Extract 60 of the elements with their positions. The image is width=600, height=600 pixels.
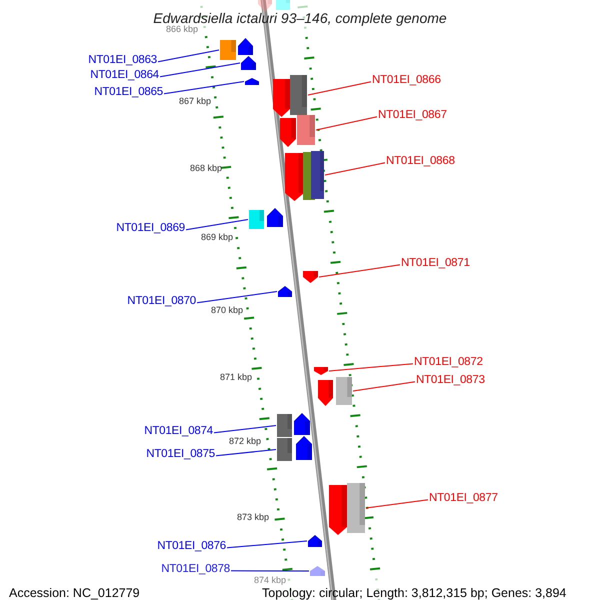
gene-feature bbox=[220, 40, 236, 60]
leader-line bbox=[160, 62, 240, 78]
gene-label: NT01EI_0871 bbox=[401, 258, 470, 270]
gene-feature bbox=[311, 151, 324, 199]
leader-line bbox=[366, 499, 428, 508]
leader-line bbox=[186, 219, 248, 230]
gene-label: NT01EI_0875 bbox=[146, 449, 215, 460]
gene-feature bbox=[297, 115, 315, 145]
gene-label: NT01EI_0863 bbox=[88, 55, 157, 66]
scale-label: 870 kbp bbox=[210, 306, 243, 315]
gene-label: NT01EI_0876 bbox=[157, 541, 226, 552]
leader-line bbox=[230, 570, 310, 572]
title: Edwardsiella ictaluri 93–146, complete genome bbox=[152, 11, 448, 25]
leader-line bbox=[226, 540, 308, 548]
leader-line bbox=[196, 291, 278, 304]
leader-line bbox=[158, 50, 220, 62]
scale-label: 869 kbp bbox=[200, 233, 233, 242]
scale-label: 873 kbp bbox=[236, 513, 269, 522]
leader-line bbox=[308, 81, 372, 96]
gene-label: NT01EI_0868 bbox=[386, 156, 455, 168]
gene-label: NT01EI_0877 bbox=[429, 493, 498, 504]
gene-label: NT01EI_0867 bbox=[378, 110, 447, 122]
info-text: Topology: circular; Length: 3,812,315 bp; Genes: 3,894 bbox=[262, 587, 566, 600]
gene-label: NT01EI_0866 bbox=[372, 75, 441, 86]
gene-feature bbox=[314, 367, 328, 375]
gene-label: NT01EI_0870 bbox=[127, 296, 196, 308]
gene-feature bbox=[308, 535, 322, 547]
gene-feature bbox=[245, 78, 259, 85]
gene-label: NT01EI_0869 bbox=[116, 223, 185, 234]
leader-line bbox=[214, 425, 276, 434]
scale-label: 868 kbp bbox=[190, 164, 222, 173]
leader-line bbox=[324, 162, 386, 176]
gene-feature bbox=[303, 271, 318, 283]
scale-label: 871 kbp bbox=[220, 373, 252, 382]
scale-label: 874 kbp bbox=[254, 576, 286, 585]
gene-feature bbox=[277, 438, 292, 461]
leader-line bbox=[352, 381, 416, 392]
leader-line bbox=[164, 81, 244, 94]
gene-feature bbox=[347, 483, 365, 533]
gene-feature bbox=[336, 377, 352, 405]
gene-feature bbox=[241, 56, 256, 70]
gene-feature bbox=[290, 75, 307, 115]
scale-label: 866 kbp bbox=[166, 25, 198, 34]
leader-line bbox=[328, 363, 414, 372]
info-text: Accession: NC_012779 bbox=[9, 587, 140, 600]
gene-feature bbox=[310, 566, 325, 576]
gene-label: NT01EI_0865 bbox=[94, 87, 163, 98]
gene-feature bbox=[277, 414, 292, 437]
gene-label: NT01EI_0864 bbox=[90, 70, 159, 82]
gene-label: NT01EI_0872 bbox=[414, 357, 483, 368]
gene-feature bbox=[278, 286, 292, 297]
leader-line bbox=[316, 116, 378, 130]
scale-label: 872 kbp bbox=[228, 437, 261, 446]
scale-label: 867 kbp bbox=[178, 97, 211, 106]
leader-line bbox=[216, 449, 276, 456]
gene-feature bbox=[249, 210, 264, 229]
gene-label: NT01EI_0874 bbox=[144, 426, 213, 438]
gene-label: NT01EI_0873 bbox=[416, 375, 485, 386]
leader-line bbox=[318, 264, 400, 278]
gene-label: NT01EI_0878 bbox=[161, 564, 230, 576]
